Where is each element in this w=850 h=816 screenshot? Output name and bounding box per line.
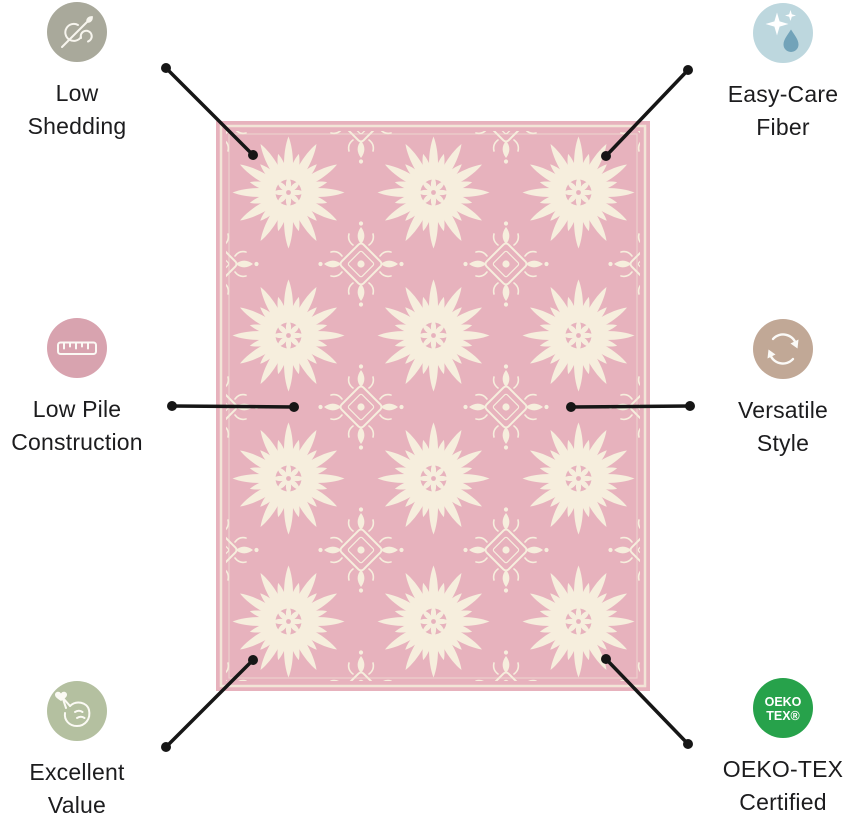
rug-illustration <box>216 121 650 691</box>
oeko-tex-badge-icon: OEKO TEX® <box>753 678 813 738</box>
feature-easy-care-fiber: Easy-Care Fiber <box>698 3 850 143</box>
feature-label: OEKO-TEX Certified <box>722 756 844 815</box>
finger-heart-icon <box>47 681 107 741</box>
rug-product-image <box>216 121 650 691</box>
feature-low-pile-construction: Low Pile Construction <box>0 318 162 458</box>
feature-oeko-tex-certified: OEKO TEX® OEKO-TEX Certified <box>698 678 850 816</box>
rug-pattern-field <box>226 131 640 681</box>
ruler-icon <box>47 318 107 378</box>
svg-text:OEKO: OEKO <box>765 695 802 709</box>
feature-label: Low Pile Construction <box>11 396 143 455</box>
feature-excellent-value: Excellent Value <box>0 681 162 816</box>
feature-label: Low Shedding <box>27 80 127 139</box>
circular-arrows-icon <box>753 319 813 379</box>
feature-label: Versatile Style <box>737 397 828 456</box>
feature-versatile-style: Versatile Style <box>698 319 850 459</box>
feature-label: Excellent Value <box>29 759 125 816</box>
feature-label: Easy-Care Fiber <box>727 81 839 140</box>
svg-text:TEX®: TEX® <box>766 709 800 723</box>
sparkles-droplet-icon <box>753 3 813 63</box>
feature-low-shedding: Low Shedding <box>0 2 162 142</box>
needle-thread-icon <box>47 2 107 62</box>
